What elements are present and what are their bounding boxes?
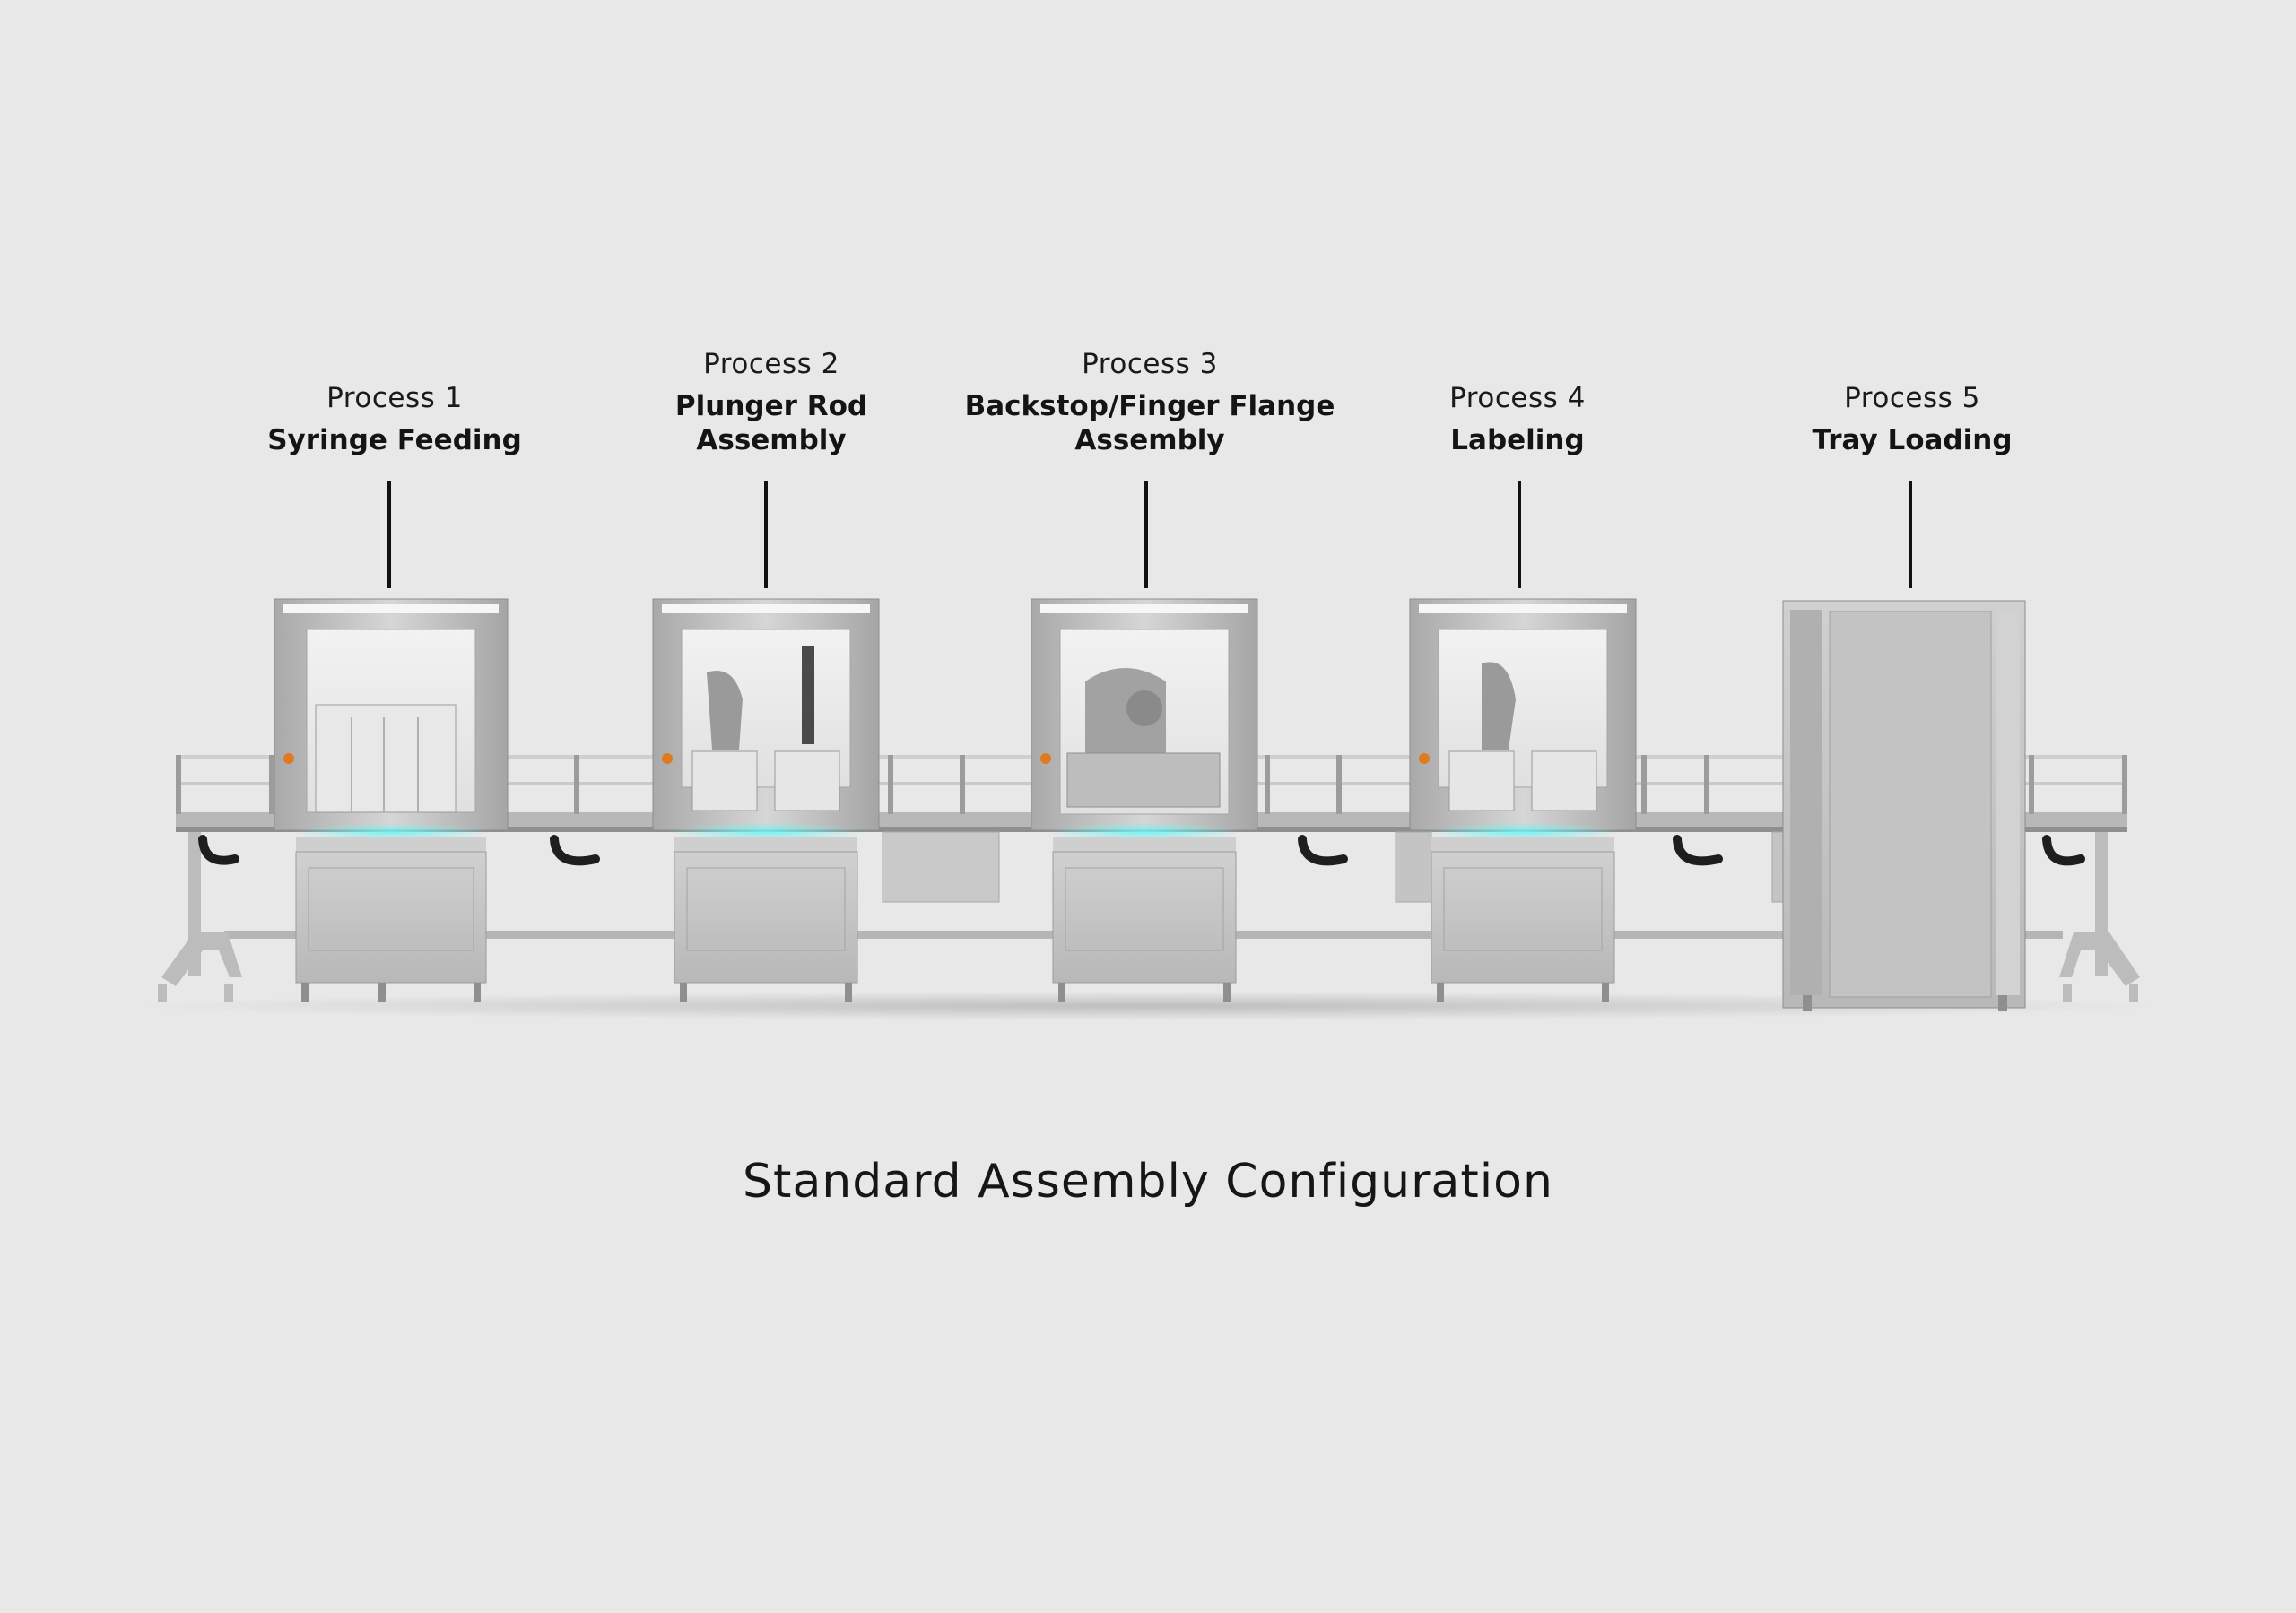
left-end-stand: [158, 832, 242, 1002]
inter-panel: [1395, 831, 1432, 903]
leader-lines: [387, 481, 1912, 588]
leader-line-1: [387, 481, 391, 588]
process-number: Process 3: [1082, 348, 1218, 380]
process-label-3: Process 3 Backstop/Finger Flange Assembl…: [917, 346, 1383, 457]
process-number: Process 4: [1449, 382, 1586, 414]
process-name: Labeling: [1450, 424, 1585, 456]
right-end-stand: [2059, 832, 2140, 1002]
process-name: Tray Loading: [1812, 424, 2013, 456]
diagram-caption: Standard Assembly Configuration: [743, 1155, 1553, 1209]
ground-shadow: [126, 992, 2170, 1020]
leader-line-2: [764, 481, 768, 588]
leader-line-3: [1144, 481, 1148, 588]
station-1: [274, 598, 509, 1002]
process-number: Process 5: [1844, 382, 1980, 414]
process-label-2: Process 2 Plunger Rod Assembly: [574, 346, 969, 457]
station-2: [652, 598, 880, 1002]
process-name: Syringe Feeding: [267, 424, 522, 456]
process-label-5: Process 5 Tray Loading: [1715, 380, 2109, 457]
station-5: [1782, 600, 2026, 1011]
station-3: [1031, 598, 1258, 1002]
process-name: Plunger Rod Assembly: [674, 390, 868, 456]
inter-panel: [882, 831, 1000, 903]
station-4: [1409, 598, 1637, 1002]
process-name: Backstop/Finger Flange Assembly: [964, 390, 1335, 456]
process-number: Process 1: [326, 382, 463, 414]
process-label-1: Process 1 Syringe Feeding: [197, 380, 592, 457]
process-label-4: Process 4 Labeling: [1320, 380, 1715, 457]
leader-line-5: [1909, 481, 1912, 588]
process-number: Process 2: [703, 348, 839, 380]
leader-line-4: [1518, 481, 1521, 588]
